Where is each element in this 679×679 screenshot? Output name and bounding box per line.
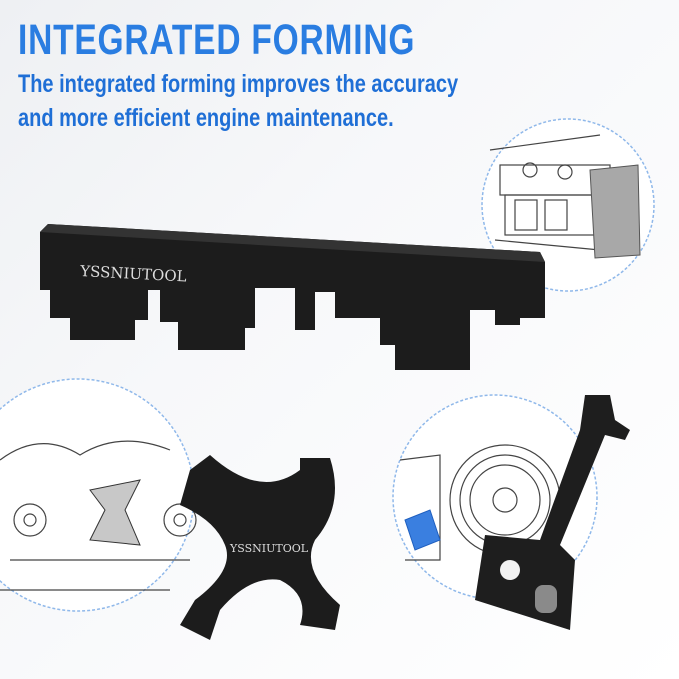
crankshaft-lock-tool <box>475 395 630 630</box>
engine-detail-inset-left <box>0 378 197 612</box>
timing-bar-tool: YSSNIUTOOL <box>40 224 545 370</box>
subtitle-line-2: and more efficient engine maintenance. <box>18 104 394 132</box>
brand-logo: YSSNIUTOOL <box>79 262 187 286</box>
brand-logo-x: YSSNIUTOOL <box>229 542 309 555</box>
engine-detail-inset-top <box>481 118 655 292</box>
page-title: INTEGRATED FORMING <box>18 16 416 64</box>
camshaft-x-tool: YSSNIUTOOL <box>180 455 340 640</box>
subtitle-line-1: The integrated forming improves the accu… <box>18 70 459 98</box>
